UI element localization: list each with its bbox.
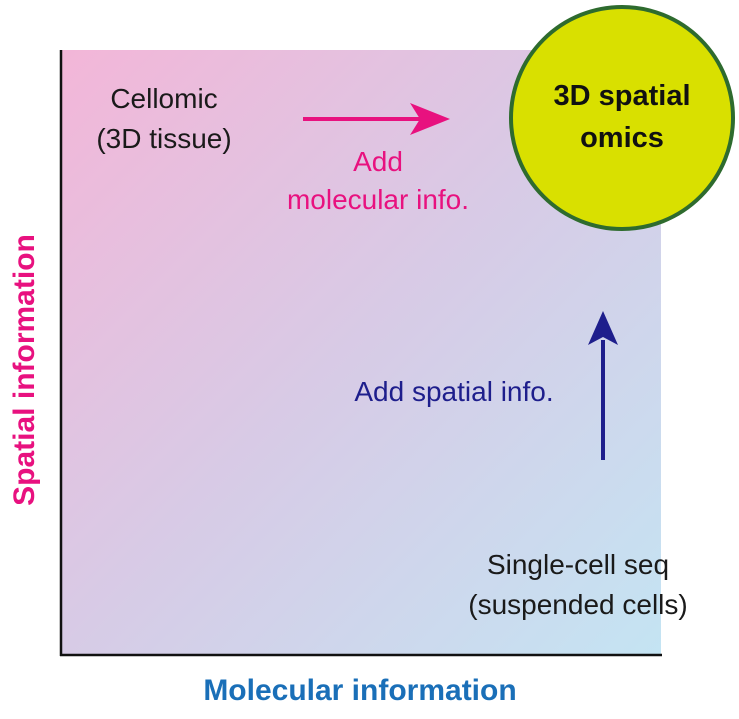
single-cell-label: Single-cell seq: [487, 549, 669, 580]
spatial-omics-sublabel: omics: [580, 122, 664, 154]
spatial-omics-circle: [509, 5, 735, 231]
spatial-arrow-head: [588, 311, 618, 345]
cellomic-sublabel: (3D tissue): [96, 123, 231, 154]
add-molecular-sublabel: molecular info.: [287, 184, 469, 215]
add-spatial-label: Add spatial info.: [354, 376, 553, 407]
single-cell-sublabel: (suspended cells): [468, 589, 687, 620]
add-molecular-label: Add: [353, 146, 403, 177]
x-axis-title: Molecular information: [203, 674, 516, 707]
molecular-arrow-head: [410, 103, 450, 135]
y-axis-title: Spatial information: [8, 234, 41, 506]
cellomic-label: Cellomic: [110, 83, 217, 114]
spatial-omics-label: 3D spatial: [554, 80, 691, 112]
